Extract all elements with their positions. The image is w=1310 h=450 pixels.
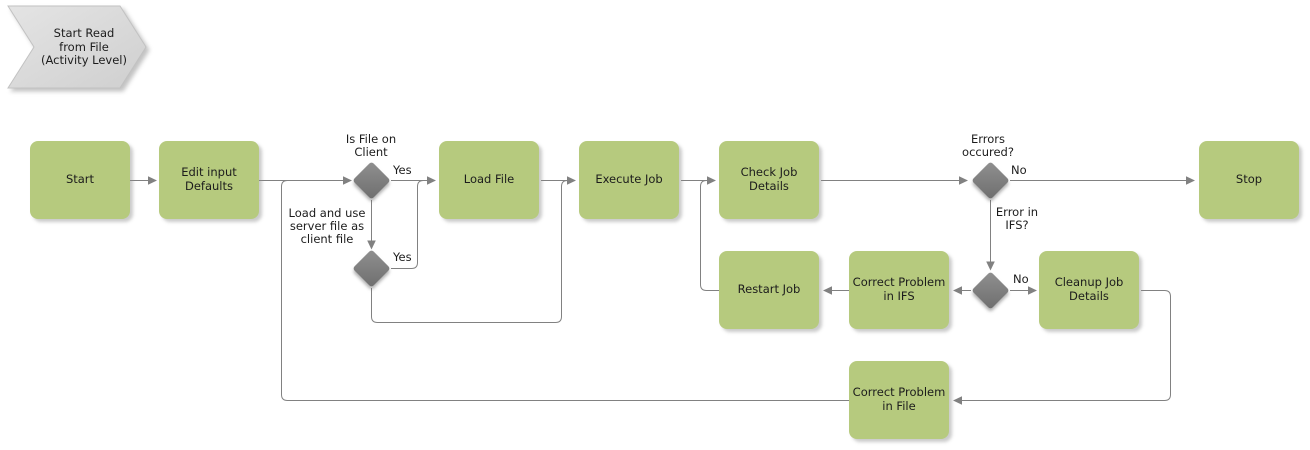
start-banner-shape bbox=[7, 5, 147, 89]
start-banner-label: Start Read from File (Activity Level) bbox=[41, 26, 127, 68]
node-cleanup-job-details: Cleanup Job Details bbox=[1039, 251, 1139, 329]
arrowhead-right bbox=[1028, 286, 1037, 295]
arrowhead-down bbox=[367, 240, 376, 250]
node-execute-job: Execute Job bbox=[579, 141, 679, 219]
node-restart-job: Restart Job bbox=[719, 251, 819, 329]
node-start: Start bbox=[30, 141, 130, 219]
arrowhead-right bbox=[567, 176, 576, 185]
arrowhead-down bbox=[986, 261, 995, 271]
node-correct-problem-in-file: Correct Problem in File bbox=[849, 361, 949, 439]
edge-restart-to-check bbox=[700, 180, 719, 291]
arrowhead-right bbox=[148, 176, 157, 185]
node-check-job-details: Check Job Details bbox=[719, 141, 819, 219]
node-correct-problem-in-ifs: Correct Problem in IFS bbox=[849, 251, 949, 329]
arrowhead-left bbox=[953, 396, 962, 405]
arrowhead-right bbox=[707, 176, 716, 185]
label-load-and-use-server-file: Load and use server file as client file bbox=[288, 206, 366, 247]
edge-server-bypass-to-execute bbox=[371, 180, 568, 323]
arrowhead-right bbox=[1186, 176, 1195, 185]
arrowheads bbox=[148, 176, 1195, 405]
edges bbox=[130, 180, 1186, 401]
label-errors-occured: Errors occured? bbox=[962, 132, 1014, 160]
label-yes-top: Yes bbox=[393, 163, 412, 177]
node-stop: Stop bbox=[1199, 141, 1299, 219]
label-is-file-on-client: Is File on Client bbox=[345, 132, 397, 160]
edge-cleanup-to-correctfile bbox=[962, 290, 1171, 401]
arrowhead-right bbox=[959, 176, 968, 185]
edge-server-yes-to-loadfile bbox=[391, 180, 424, 269]
label-yes-bottom: Yes bbox=[393, 250, 412, 264]
label-error-in-ifs: Error in IFS? bbox=[995, 205, 1039, 233]
arrowhead-right bbox=[427, 176, 436, 185]
node-edit-input-defaults: Edit input Defaults bbox=[159, 141, 259, 219]
node-load-file: Load File bbox=[439, 141, 539, 219]
edge-correctfile-feedback bbox=[281, 180, 849, 401]
arrowhead-right bbox=[343, 176, 352, 185]
arrowhead-left bbox=[953, 286, 962, 295]
label-no-top: No bbox=[1011, 163, 1027, 177]
label-no-bottom: No bbox=[1013, 272, 1029, 286]
arrowhead-left bbox=[823, 286, 832, 295]
